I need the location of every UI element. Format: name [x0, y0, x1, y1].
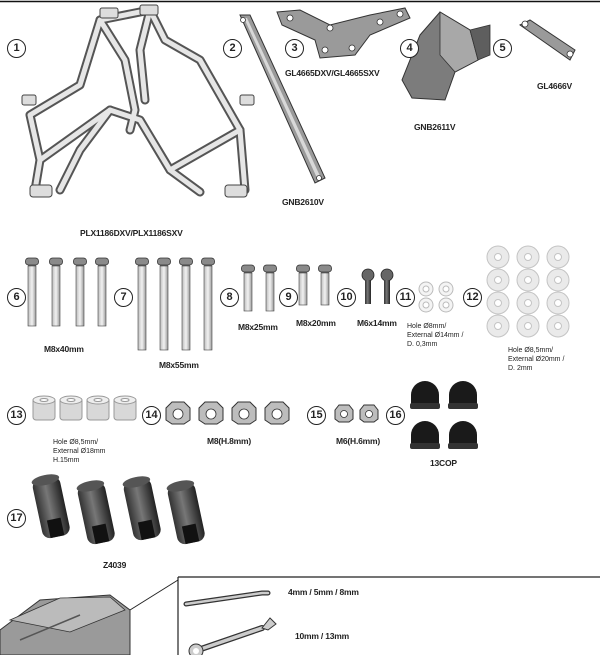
bolts-m8x55-illustration [135, 257, 215, 351]
desc-item-13: Hole Ø8,5mm/ External Ø18mm H.15mm [53, 439, 106, 464]
bolts-m8x20-illustration [296, 264, 332, 306]
cover-illustration [401, 11, 491, 101]
rubber-sleeves-illustration [31, 474, 205, 545]
item-number-12: 12 [463, 288, 482, 307]
label-m8x25mm: M8x25mm [238, 322, 278, 332]
item-number-7: 7 [114, 288, 133, 307]
bolts-m8x40-illustration [25, 257, 109, 327]
item-number-15: 15 [307, 406, 326, 425]
label-m6-h6mm: M6(H.6mm) [336, 436, 381, 446]
tool-label-hex-keys: 4mm / 5mm / 8mm [288, 587, 359, 597]
bolts-m8x25-illustration [241, 264, 277, 312]
label-m6x14mm: M6x14mm [357, 318, 397, 328]
item-number-14: 14 [142, 406, 161, 425]
label-gl4666v: GL4666V [537, 81, 572, 91]
item-number-3: 3 [285, 39, 304, 58]
label-13cop: 13COP [430, 458, 457, 468]
item-number-9: 9 [279, 288, 298, 307]
label-plx1186: PLX1186DXV/PLX1186SXV [80, 228, 183, 238]
combination-wrench-icon [188, 617, 277, 655]
bolts-m6x14-illustration [361, 268, 394, 304]
toolbox-illustration [0, 579, 179, 655]
label-m8-h8mm: M8(H.8mm) [207, 436, 252, 446]
label-z4039: Z4039 [103, 560, 127, 570]
desc-item-11: Hole Ø8mm/ External Ø14mm / D. 0,3mm [407, 323, 464, 348]
tool-label-wrenches: 10mm / 13mm [295, 631, 350, 641]
label-m8x55mm: M8x55mm [159, 360, 199, 370]
strut-bar-illustration [239, 14, 326, 184]
spacers-illustration [32, 395, 137, 421]
item-number-1: 1 [7, 39, 26, 58]
link-plate-illustration [519, 19, 576, 61]
label-m8x40mm: M8x40mm [44, 344, 84, 354]
plate-bracket-illustration [276, 7, 411, 59]
item-number-17: 17 [7, 509, 26, 528]
item-number-10: 10 [337, 288, 356, 307]
item-number-8: 8 [220, 288, 239, 307]
item-number-11: 11 [396, 288, 415, 307]
caps-illustration [410, 381, 478, 449]
item-number-2: 2 [223, 39, 242, 58]
item-number-13: 13 [7, 406, 26, 425]
item-number-6: 6 [7, 288, 26, 307]
thin-washers-illustration [418, 281, 454, 313]
item-number-16: 16 [386, 406, 405, 425]
large-washers-illustration [486, 245, 570, 338]
label-m8x20mm: M8x20mm [296, 318, 336, 328]
label-gnb2610v: GNB2610V [282, 197, 324, 207]
desc-item-12: Hole Ø8,5mm/ External Ø20mm / D. 2mm [508, 347, 565, 372]
flange-nuts-m8-illustration [165, 401, 290, 425]
flange-nuts-m6-illustration [334, 404, 379, 423]
label-gnb2611v: GNB2611V [414, 122, 456, 132]
hex-key-icon [183, 590, 271, 607]
label-gl4665: GL4665DXV/GL4665SXV [285, 68, 380, 78]
tools-callout-frame [177, 576, 600, 655]
frame-bracket-illustration [21, 4, 255, 198]
item-number-5: 5 [493, 39, 512, 58]
item-number-4: 4 [400, 39, 419, 58]
